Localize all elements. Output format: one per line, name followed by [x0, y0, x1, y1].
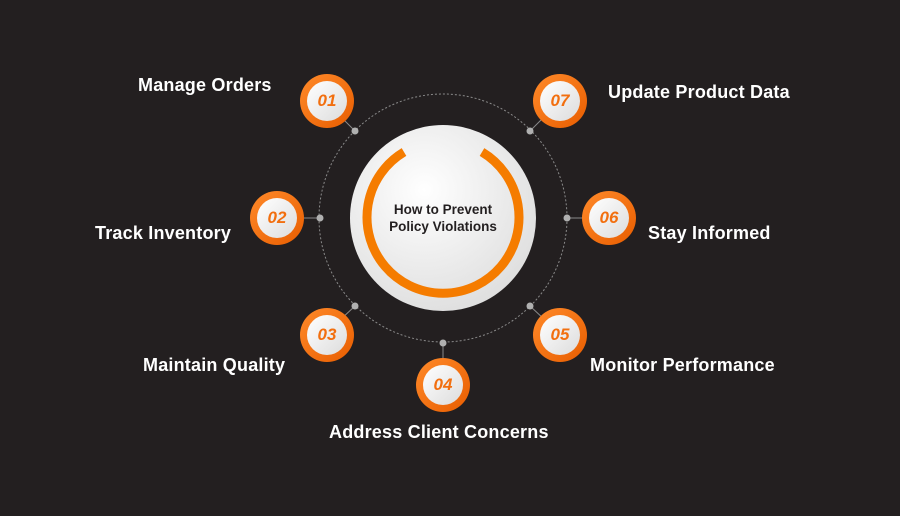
step-label-01: Manage Orders [138, 75, 272, 95]
step-number: 05 [540, 315, 580, 355]
step-label-02: Track Inventory [95, 223, 232, 243]
step-badge-04: 04 [416, 358, 470, 412]
center-title: How to Prevent Policy Violations [389, 202, 497, 234]
step-label-04: Address Client Concerns [329, 422, 549, 442]
step-number: 02 [257, 198, 297, 238]
step-badge-07: 07 [533, 74, 587, 128]
step-badge-02: 02 [250, 191, 304, 245]
step-label-06: Stay Informed [648, 223, 771, 243]
step-number: 06 [589, 198, 629, 238]
step-badge-03: 03 [300, 308, 354, 362]
step-badge-05: 05 [533, 308, 587, 362]
connector-dots [316, 127, 571, 347]
step-label-07: Update Product Data [608, 82, 790, 102]
step-badge-01: 01 [300, 74, 354, 128]
center-circle [350, 125, 536, 311]
step-label-03: Maintain Quality [143, 355, 286, 375]
orange-arc [362, 148, 524, 298]
step-number: 07 [540, 81, 580, 121]
step-number: 04 [423, 365, 463, 405]
step-number: 01 [307, 81, 347, 121]
step-number: 03 [307, 315, 347, 355]
step-badge-06: 06 [582, 191, 636, 245]
step-label-05: Monitor Performance [590, 355, 775, 375]
